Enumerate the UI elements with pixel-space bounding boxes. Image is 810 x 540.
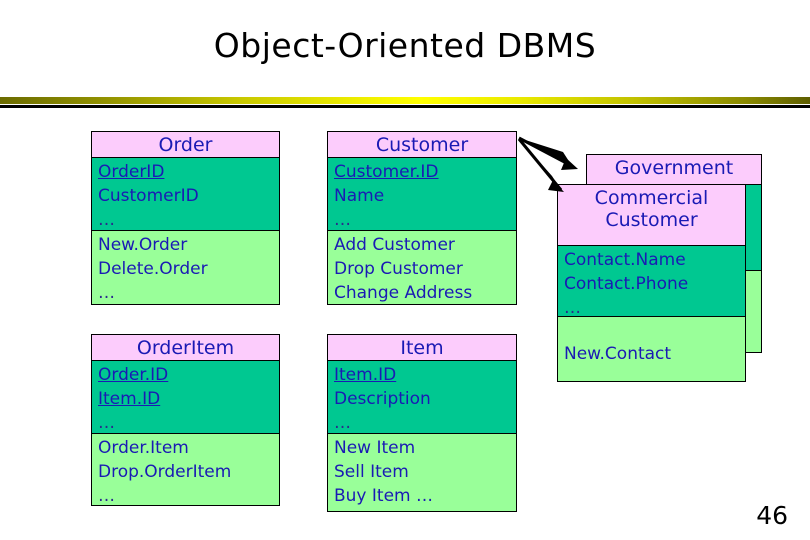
class-name-orderitem: OrderItem — [92, 335, 279, 361]
operation-item: Add Customer — [334, 235, 455, 255]
class-name-government: Government — [587, 155, 761, 185]
divider-gradient-band — [0, 97, 810, 104]
class-operations-orderitem: Order.Item Drop.OrderItem … — [92, 434, 279, 507]
class-name-commercial-customer: Commercial Customer — [558, 185, 745, 246]
class-name-order: Order — [92, 132, 279, 158]
title-divider — [0, 97, 810, 108]
attribute-item-ellipsis: … — [334, 210, 353, 231]
attribute-item-ellipsis: … — [98, 413, 117, 434]
page-title: Object-Oriented DBMS — [213, 26, 597, 65]
class-box-orderitem[interactable]: OrderItem Order.ID Item.ID … Order.Item … — [91, 334, 280, 506]
divider-rule — [0, 105, 810, 108]
class-attributes-orderitem: Order.ID Item.ID … — [92, 361, 279, 434]
class-name-customer: Customer — [328, 132, 516, 158]
class-box-commercial-customer[interactable]: Commercial Customer Contact.Name Contact… — [557, 184, 746, 382]
attribute-item: Description — [334, 389, 431, 410]
operation-item: Order.Item — [98, 438, 189, 458]
operation-item: Delete.Order — [98, 259, 208, 280]
attribute-item-key: OrderID — [98, 162, 165, 182]
class-box-item[interactable]: Item Item.ID Description … New Item Sell… — [327, 334, 517, 512]
operation-item: Drop Customer — [334, 259, 463, 280]
operation-item: New Item — [334, 438, 416, 458]
operation-item-ellipsis: … — [98, 283, 117, 304]
class-attributes-item: Item.ID Description … — [328, 361, 516, 434]
attribute-item-ellipsis: … — [564, 298, 583, 319]
class-name-item: Item — [328, 335, 516, 361]
class-attributes-order: OrderID CustomerID … — [92, 158, 279, 231]
attribute-item-ellipsis: … — [98, 210, 117, 231]
attribute-item: Contact.Phone — [564, 274, 689, 295]
attribute-item: Name — [334, 186, 385, 207]
attribute-item-key: Item.ID — [334, 365, 397, 385]
class-operations-item: New Item Sell Item Buy Item … — [328, 434, 516, 511]
divider-gap — [0, 104, 810, 105]
attribute-item-key: Order.ID — [98, 365, 169, 385]
operation-item: Sell Item — [334, 462, 409, 483]
class-operations-order: New.Order Delete.Order … — [92, 231, 279, 304]
class-name-line-2: Customer — [605, 209, 698, 232]
class-operations-commercial-customer: New.Contact — [558, 317, 745, 381]
class-name-line-1: Commercial — [594, 187, 709, 209]
class-operations-customer: Add Customer Drop Customer Change Addres… — [328, 231, 516, 304]
operation-item: New.Contact — [564, 344, 672, 364]
class-attributes-customer: Customer.ID Name … — [328, 158, 516, 231]
attribute-item: Contact.Name — [564, 250, 686, 270]
class-box-customer[interactable]: Customer Customer.ID Name … Add Customer… — [327, 131, 517, 305]
class-attributes-commercial-customer: Contact.Name Contact.Phone … — [558, 246, 745, 319]
attribute-item: CustomerID — [98, 186, 199, 207]
operation-item: Drop.OrderItem — [98, 462, 232, 483]
operation-item: Change Address — [334, 283, 473, 304]
arrow-customer-to-government — [518, 136, 578, 170]
operation-item: New.Order — [98, 235, 188, 255]
class-box-order[interactable]: Order OrderID CustomerID … New.Order Del… — [91, 131, 280, 305]
attribute-item-key: Customer.ID — [334, 162, 439, 182]
page-number: 46 — [756, 501, 788, 530]
attribute-item-key: Item.ID — [98, 389, 161, 410]
attribute-item-ellipsis: … — [334, 413, 353, 434]
operation-item: Buy Item … — [334, 486, 434, 507]
operation-item-ellipsis: … — [98, 486, 117, 507]
